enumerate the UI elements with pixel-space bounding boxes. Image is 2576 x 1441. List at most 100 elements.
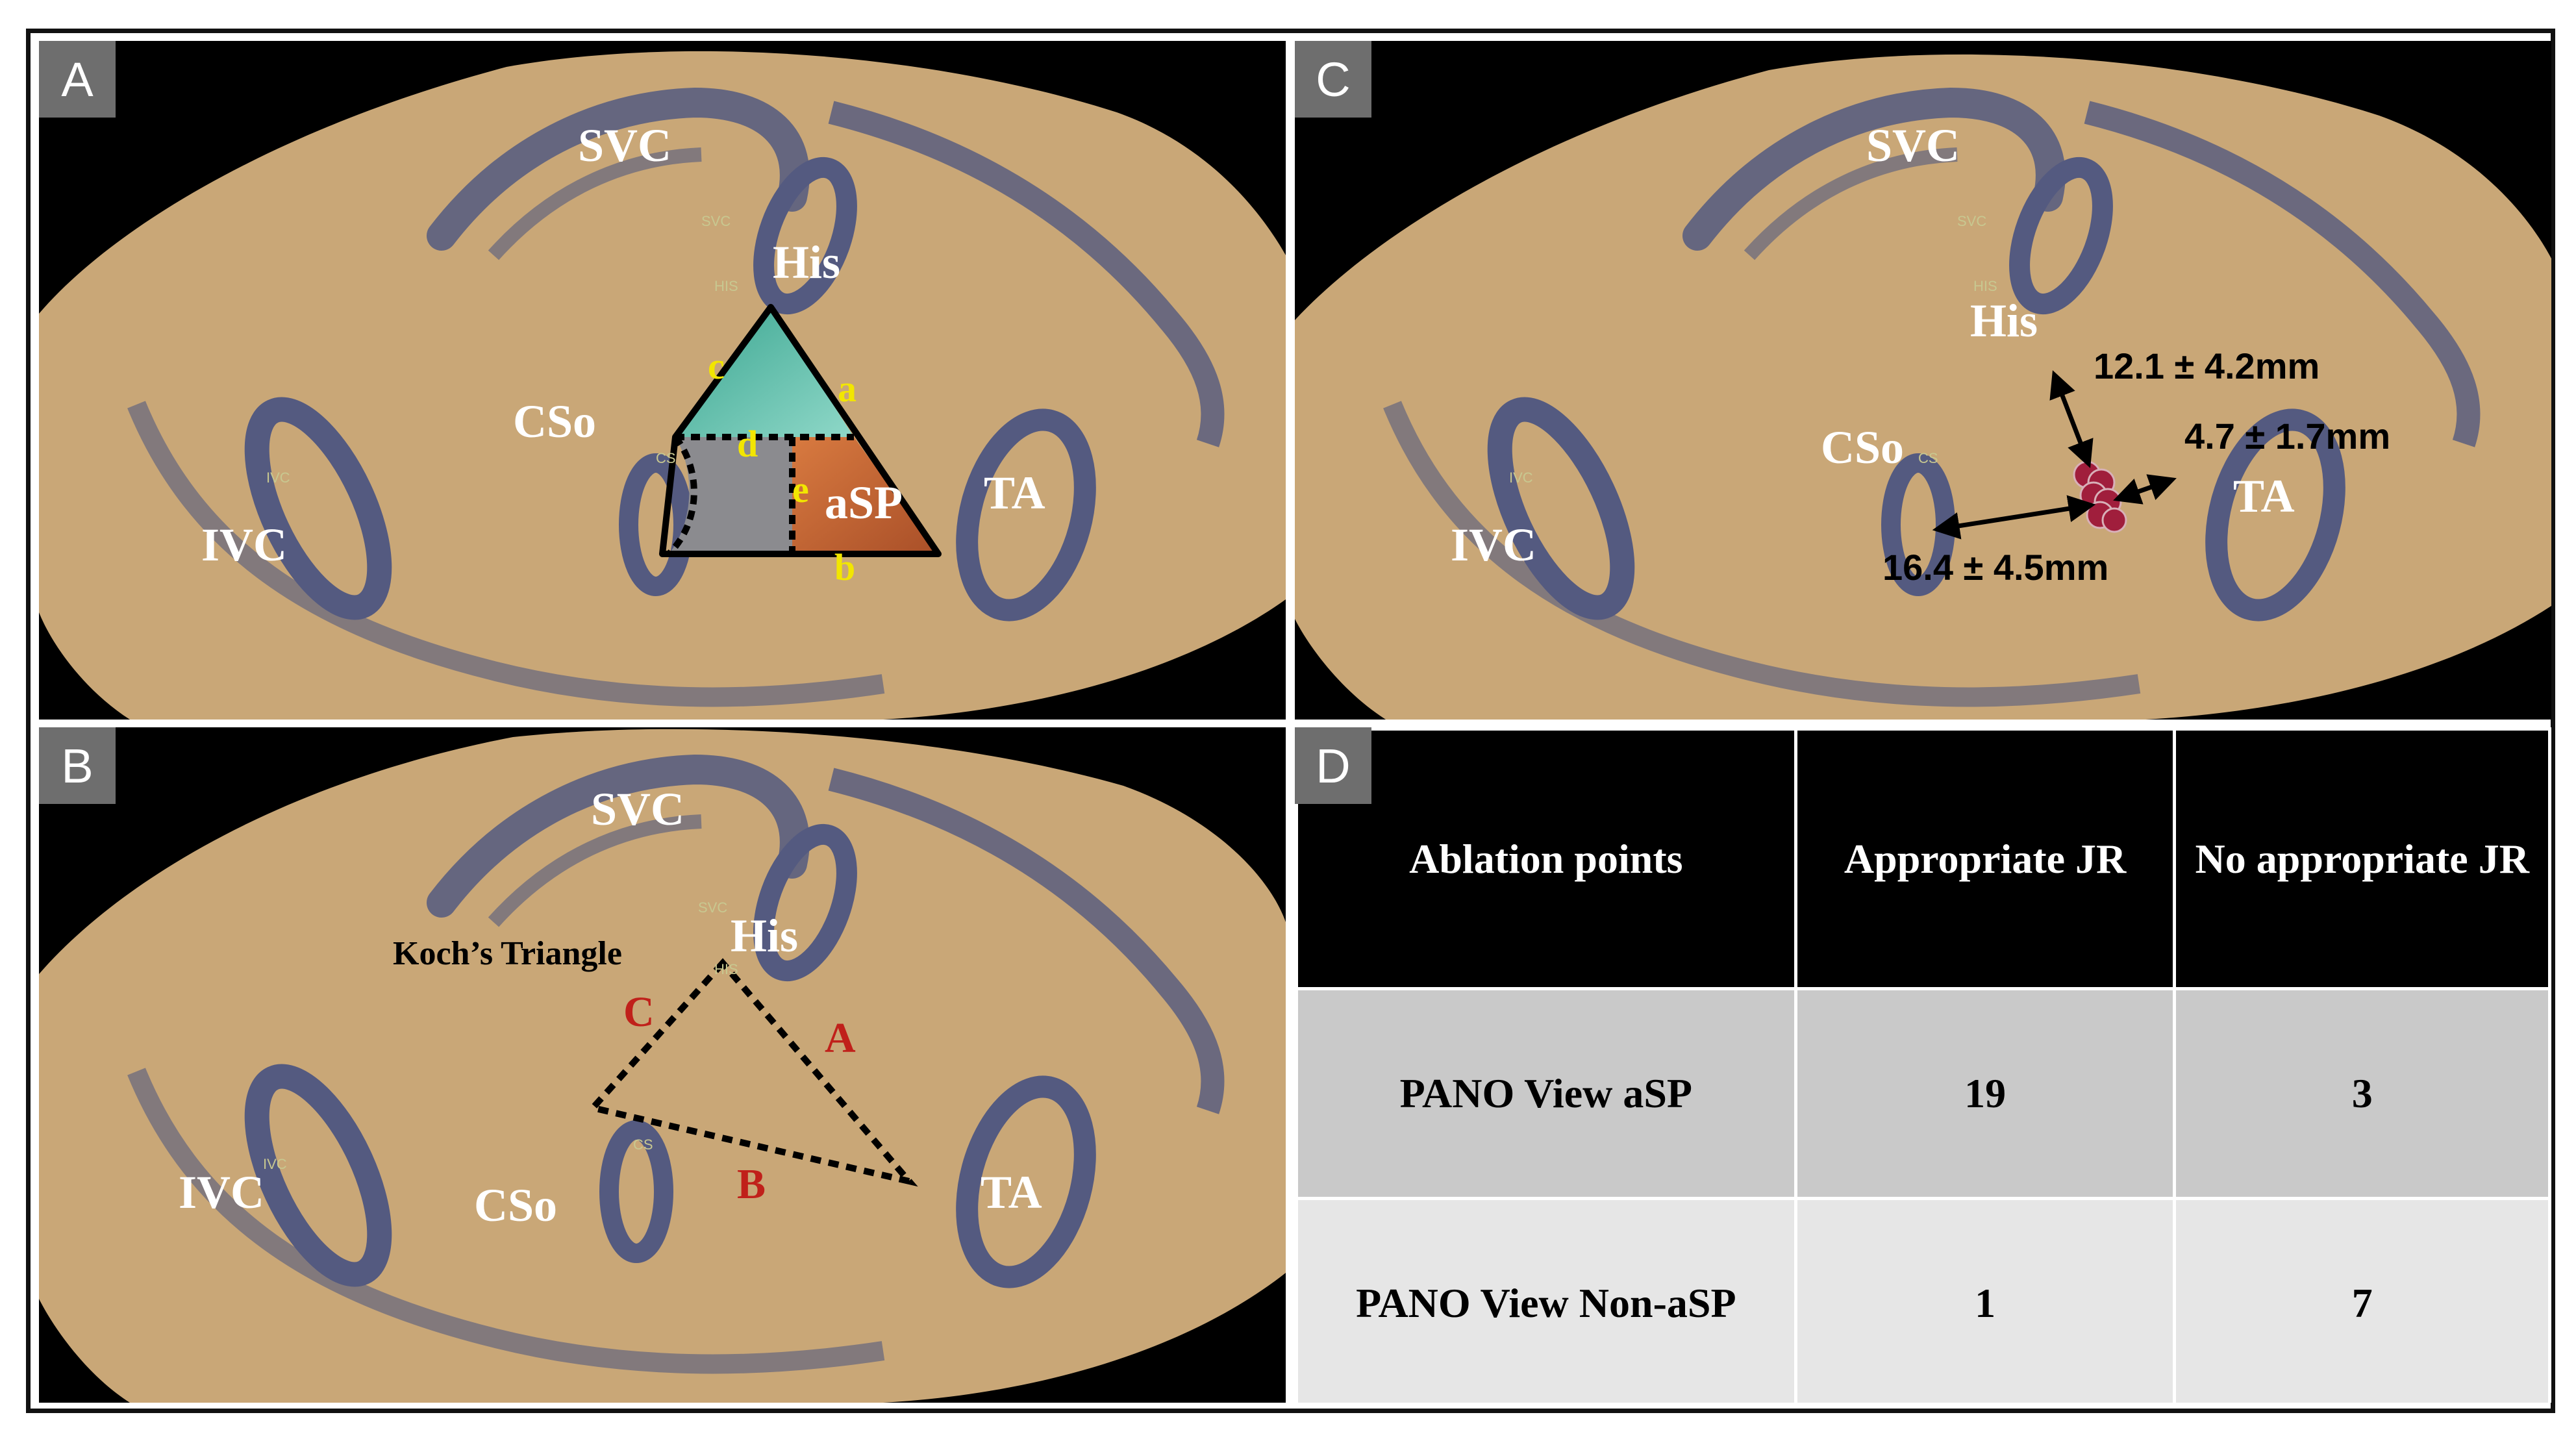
tag-his: HIS — [1973, 278, 1997, 294]
tag-his: HIS — [714, 278, 738, 294]
svc-fold — [427, 754, 810, 918]
small-tags: SVC HIS CS IVC — [263, 899, 738, 1172]
panel-b: SVC His CSo IVC TA Koch’s Triangle SVC H… — [39, 727, 1286, 1403]
tag-his: HIS — [714, 961, 738, 977]
map-c: SVC His CSo IVC TA SVC HIS CS IVC 12.1 ±… — [1295, 54, 2551, 720]
gray-region — [669, 437, 792, 554]
panel-label-b: B — [39, 727, 116, 804]
col-header-no-appropriate-jr: No appropriate JR — [2173, 727, 2551, 990]
lower-fold — [1383, 401, 2141, 707]
his-ostium — [753, 823, 857, 982]
side-letter-c: C — [623, 988, 655, 1036]
label-his: His — [773, 236, 840, 288]
label-ivc: IVC — [1451, 519, 1536, 571]
lower-fold — [127, 401, 885, 707]
side-letters: c a d e b — [708, 345, 857, 588]
svc-fold-inner — [488, 147, 702, 260]
tissue-surface — [1295, 54, 2551, 720]
ta-fold — [2084, 101, 2481, 447]
side-letter-b: B — [737, 1160, 766, 1208]
small-tags: SVC HIS CS IVC — [1509, 213, 1997, 486]
tag-cs: CS — [1918, 450, 1938, 466]
landmark-labels: SVC His CSo IVC TA aSP — [201, 119, 1045, 571]
upper-region — [675, 307, 854, 437]
col-header-ablation-points: Ablation points — [1295, 727, 1797, 990]
label-ivc: IVC — [179, 1166, 264, 1218]
letter-c: c — [708, 345, 725, 387]
letter-e: e — [792, 468, 809, 510]
tag-svc: SVC — [698, 899, 727, 916]
tag-svc: SVC — [1957, 213, 1986, 229]
table-row: PANO View Non-aSP 1 7 — [1295, 1197, 2551, 1403]
svc-fold-inner — [488, 814, 702, 927]
lower-fold — [127, 1068, 885, 1374]
label-cso: CSo — [513, 395, 596, 447]
atrium-map — [39, 51, 1286, 720]
letter-d: d — [737, 423, 758, 465]
side-letter-a: A — [825, 1014, 856, 1062]
tag-ivc: IVC — [1509, 470, 1533, 486]
panel-label-c: C — [1295, 41, 1371, 118]
ta-fold — [828, 768, 1225, 1114]
panel-label-a: A — [39, 41, 116, 118]
tag-ivc: IVC — [266, 470, 290, 486]
ta-ostium — [956, 1075, 1096, 1288]
atrium-map — [39, 729, 1286, 1403]
svc-fold — [1682, 87, 2066, 251]
asp-region — [792, 437, 938, 554]
cs-curve — [666, 434, 697, 557]
map-a: SVC His CSo IVC TA aSP SVC HIS CS IVC c … — [39, 51, 1286, 720]
ivc-ostium — [244, 397, 392, 620]
map-b: SVC His CSo IVC TA Koch’s Triangle SVC H… — [39, 729, 1286, 1403]
cs-ostium — [619, 453, 693, 596]
distance-cso: 16.4 ± 4.5mm — [1882, 547, 2108, 588]
cell-no-appropriate-jr: 3 — [2173, 987, 2551, 1200]
jr-table: Ablation points Appropriate JR No approp… — [1295, 727, 2551, 1403]
arrow-cso — [1932, 495, 2096, 540]
panel-a: SVC His CSo IVC TA aSP SVC HIS CS IVC c … — [39, 41, 1286, 720]
cell-appropriate-jr: 19 — [1794, 987, 2177, 1200]
label-his: His — [731, 910, 798, 962]
label-cso: CSo — [1821, 421, 1904, 473]
cell-appropriate-jr: 1 — [1794, 1197, 2177, 1403]
ivc-ostium — [244, 1064, 392, 1287]
panel-d: Ablation points Appropriate JR No approp… — [1295, 727, 2551, 1403]
his-ostium — [2009, 157, 2113, 315]
arrow-ta — [2113, 474, 2177, 505]
koch-outline — [659, 304, 942, 557]
panel-label-d: D — [1295, 727, 1371, 804]
koch-triangle-title: Koch’s Triangle — [393, 935, 622, 972]
koch-triangle-outline — [586, 958, 918, 1187]
table-row: PANO View aSP 19 3 — [1295, 987, 2551, 1200]
label-ta: TA — [981, 1166, 1042, 1218]
row-label: PANO View Non-aSP — [1295, 1197, 1797, 1403]
label-svc: SVC — [578, 119, 671, 171]
cell-no-appropriate-jr: 7 — [2173, 1197, 2551, 1403]
ta-ostium — [2205, 408, 2345, 621]
distance-his: 12.1 ± 4.2mm — [2094, 345, 2320, 386]
side-letters: C A B — [623, 988, 856, 1208]
svc-fold — [427, 87, 810, 251]
tag-ivc: IVC — [263, 1156, 287, 1172]
label-ta: TA — [2233, 470, 2295, 522]
ablation-point — [2101, 507, 2127, 533]
ivc-ostium — [1487, 397, 1635, 620]
label-ta: TA — [984, 467, 1045, 519]
ta-ostium — [956, 408, 1096, 621]
col-header-appropriate-jr: Appropriate JR — [1794, 727, 2177, 990]
distance-ta: 4.7 ± 1.7mm — [2184, 416, 2390, 457]
ta-fold — [828, 101, 1225, 447]
cs-ostium — [599, 1120, 673, 1263]
small-tags: SVC HIS CS IVC — [266, 213, 738, 486]
panel-c: SVC His CSo IVC TA SVC HIS CS IVC 12.1 ±… — [1295, 41, 2551, 720]
label-his: His — [1970, 295, 2038, 347]
label-cso: CSo — [474, 1179, 557, 1231]
letter-a: a — [838, 368, 857, 410]
label-svc: SVC — [1866, 119, 1960, 171]
svc-fold-inner — [1744, 147, 1958, 260]
table-header-row: Ablation points Appropriate JR No approp… — [1295, 727, 2551, 990]
letter-b: b — [834, 546, 855, 588]
row-label: PANO View aSP — [1295, 987, 1797, 1200]
label-asp: aSP — [825, 477, 903, 529]
tag-cs: CS — [656, 450, 676, 466]
